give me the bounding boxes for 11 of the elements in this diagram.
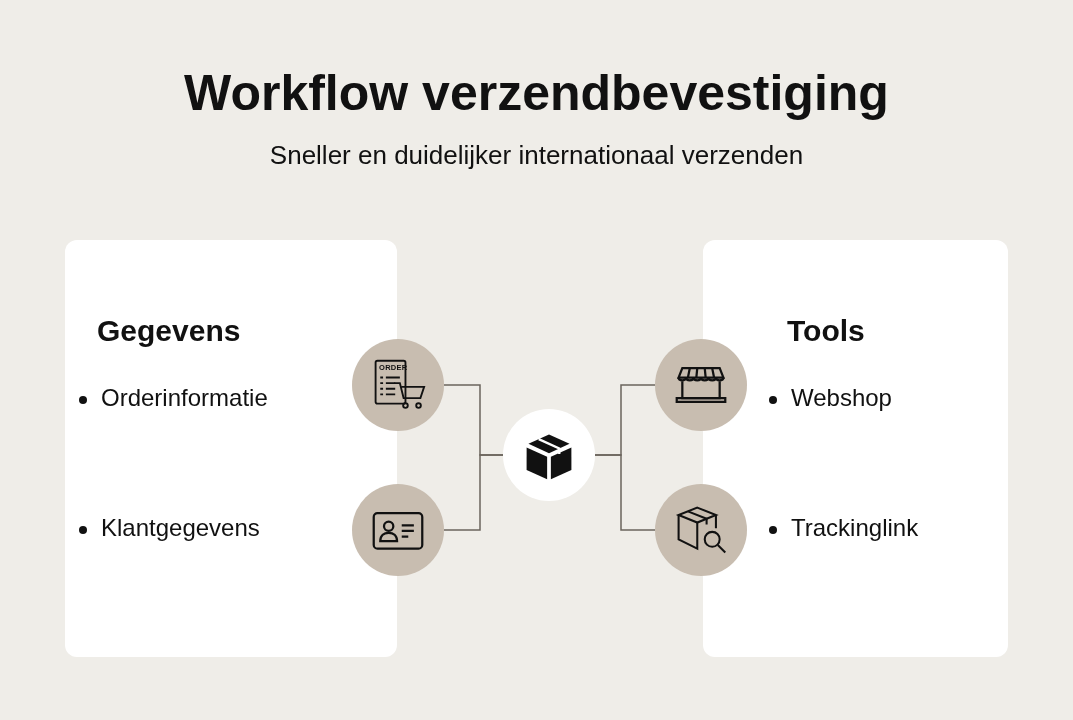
connector-line xyxy=(594,454,656,531)
subtitle: Sneller en duidelijker internationaal verzenden xyxy=(268,140,805,171)
bullet-item: Webshop xyxy=(769,384,892,412)
bullet-item: Klantgegevens xyxy=(79,514,260,542)
connector-line xyxy=(443,454,504,531)
card-panel xyxy=(703,240,1008,657)
bullet-item: Orderinformatie xyxy=(79,384,268,412)
title: Workflow verzendbevestiging xyxy=(183,64,890,122)
section-heading: Tools xyxy=(787,314,865,348)
section-heading: Gegevens xyxy=(97,314,241,348)
bullet-item: Trackinglink xyxy=(769,514,919,542)
